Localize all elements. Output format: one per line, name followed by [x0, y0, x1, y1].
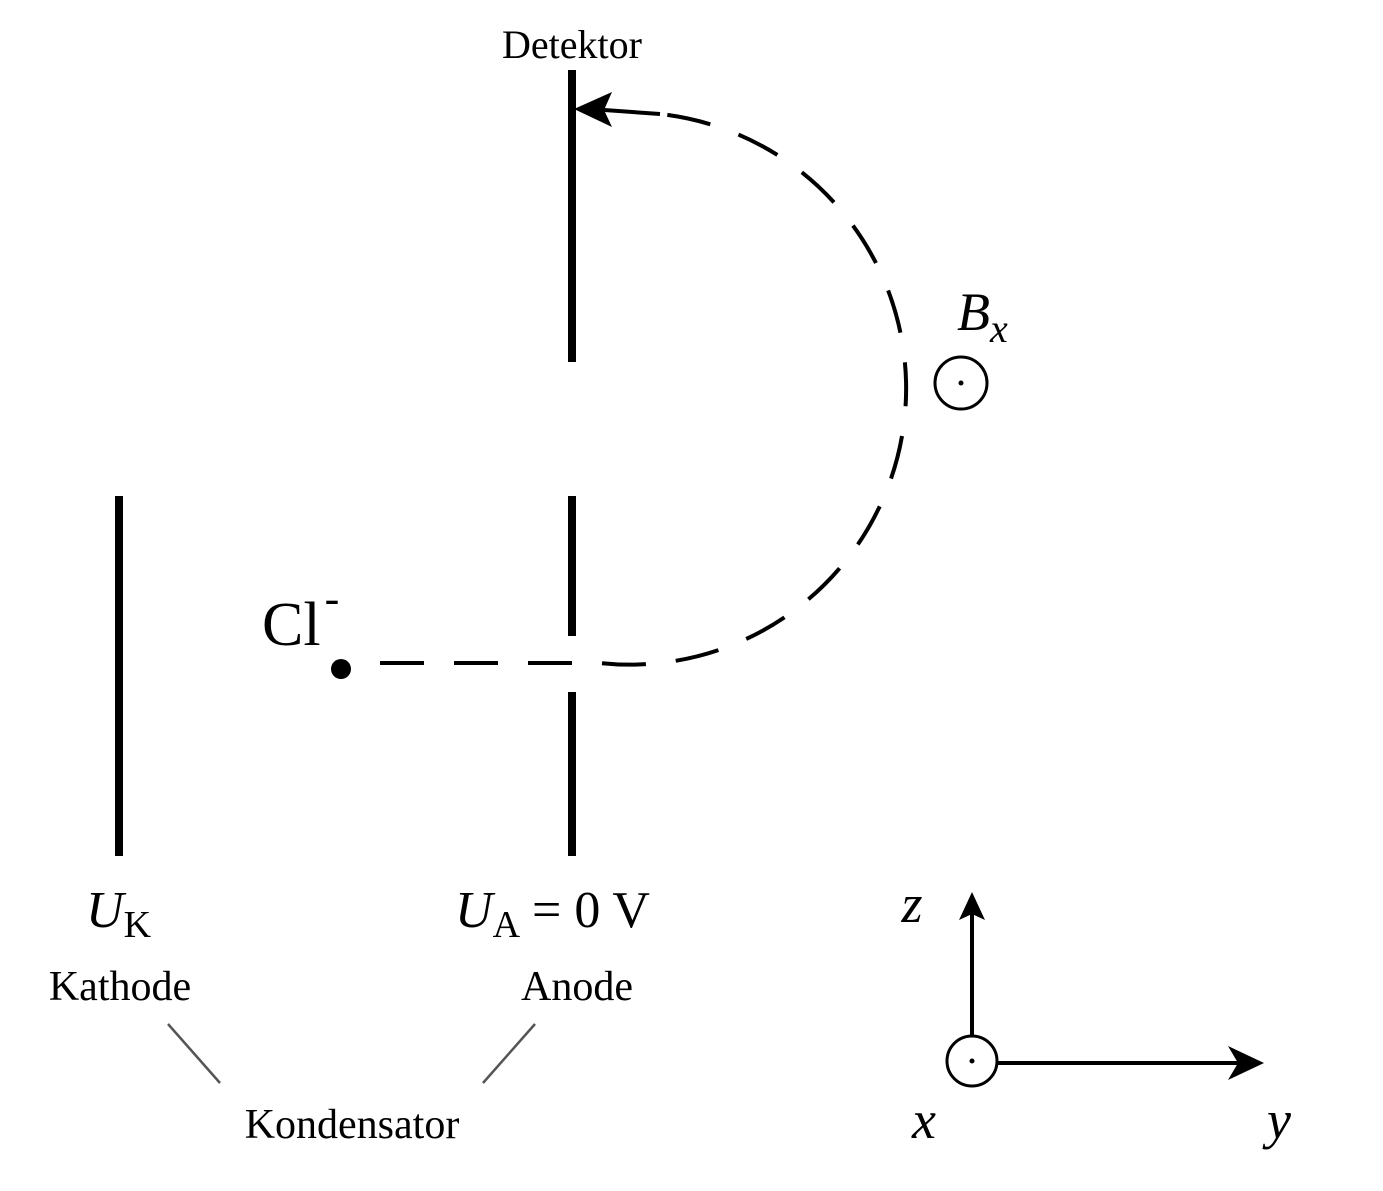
field-dot-icon [958, 380, 964, 386]
x-axis-dot-icon [969, 1058, 975, 1064]
cathode-label: Kathode [49, 964, 191, 1010]
cathode-voltage-symbol: U [86, 882, 127, 939]
y-axis-arrowhead [1228, 1046, 1264, 1080]
ion-trajectory [380, 112, 909, 667]
x-axis-label: x [911, 1090, 936, 1150]
detector-label: Detektor [502, 22, 642, 67]
z-axis-label: z [900, 874, 922, 934]
capacitor-label: Kondensator [245, 1102, 460, 1148]
ion-particle [331, 659, 351, 679]
y-axis-label: y [1262, 1090, 1291, 1150]
cathode-connector-line [167, 1023, 221, 1084]
ion-charge: - [325, 574, 340, 623]
anode-connector-line [482, 1023, 536, 1084]
anode-voltage-label: UA = 0 V [455, 882, 650, 946]
field-out-of-page-icon [933, 355, 989, 411]
anode-label: Anode [521, 964, 633, 1010]
ion-symbol: Cl [262, 591, 321, 659]
ion-label: Cl- [262, 574, 339, 659]
field-subscript: x [989, 306, 1008, 351]
trajectory-arrowhead [574, 92, 612, 127]
field-symbol: B [957, 282, 990, 342]
cathode-voltage-label: UK [86, 882, 152, 946]
anode-voltage-value: = 0 V [532, 882, 650, 939]
z-axis-arrowhead [959, 892, 985, 920]
anode-voltage-symbol: U [455, 882, 496, 939]
anode-voltage-subscript: A [493, 904, 521, 946]
cathode-voltage-subscript: K [124, 904, 152, 946]
field-label: Bx [957, 282, 1008, 351]
